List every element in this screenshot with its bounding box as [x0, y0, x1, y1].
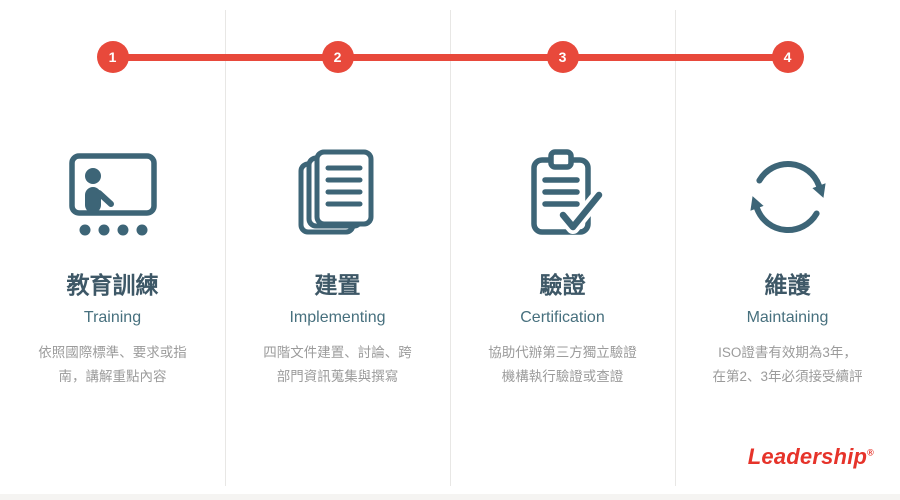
cycle-arrows-icon: [733, 142, 843, 252]
step-title: 建置: [314, 272, 361, 298]
step-implementing: 建置 Implementing 四階文件建置、討論、跨部門資訊蒐集與撰寫: [225, 0, 450, 494]
step-3-marker: 3: [546, 41, 579, 73]
step-number: 3: [558, 49, 567, 65]
column-divider: [225, 10, 226, 486]
clipboard-check-icon: [508, 142, 618, 252]
logo-text: Leadership: [747, 444, 868, 469]
column-divider: [450, 10, 451, 486]
leadership-logo: Leadership®: [748, 444, 874, 470]
documents-icon: [283, 142, 393, 252]
step-subtitle: Implementing: [289, 309, 386, 326]
step-title: 教育訓練: [66, 272, 159, 298]
step-subtitle: Maintaining: [746, 309, 829, 326]
step-description: 依照國際標準、要求或指南，講解重點內容: [38, 345, 187, 384]
step-2-marker: 2: [321, 41, 354, 73]
column-divider: [675, 10, 676, 486]
step-maintaining: 維護 Maintaining ISO證書有效期為3年，在第2、3年必須接受續評: [675, 0, 900, 494]
step-4-marker: 4: [771, 41, 804, 73]
step-subtitle: Training: [83, 309, 142, 326]
step-description: ISO證書有效期為3年，在第2、3年必須接受續評: [712, 345, 863, 384]
step-number: 4: [783, 49, 792, 65]
step-number: 2: [333, 49, 342, 65]
step-description: 四階文件建置、討論、跨部門資訊蒐集與撰寫: [263, 345, 412, 384]
logo-mark: ®: [867, 447, 874, 458]
step-training: 教育訓練 Training 依照國際標準、要求或指南，講解重點內容: [0, 0, 225, 494]
step-number: 1: [108, 49, 117, 65]
step-title: 維護: [764, 272, 811, 298]
training-presentation-icon: [58, 142, 168, 252]
step-description: 協助代辦第三方獨立驗證機構執行驗證或查證: [488, 345, 637, 384]
timeline: 1 2 3 4: [0, 0, 900, 90]
step-subtitle: Certification: [520, 309, 605, 326]
step-title: 驗證: [539, 272, 586, 298]
step-1-marker: 1: [96, 41, 129, 73]
timeline-line: [112, 54, 788, 61]
step-certification: 驗證 Certification 協助代辦第三方獨立驗證機構執行驗證或查證: [450, 0, 675, 494]
